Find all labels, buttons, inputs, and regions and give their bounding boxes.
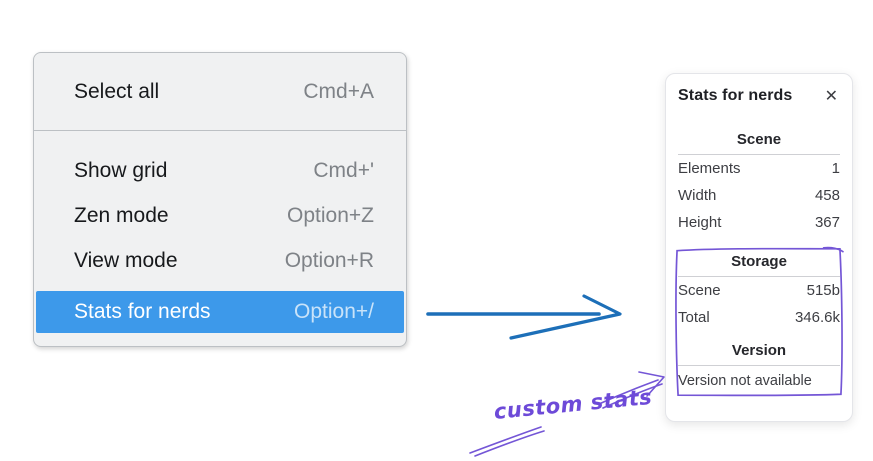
stat-value: 367 (814, 214, 840, 231)
menu-item-label: Zen mode (74, 203, 169, 227)
stat-label: Elements (678, 160, 741, 177)
context-menu: Select all Cmd+A Show grid Cmd+' Zen mod… (33, 52, 407, 347)
panel-title: Stats for nerds (678, 87, 793, 104)
custom-stats-arrow (469, 371, 665, 457)
menu-item-select-all[interactable]: Select all Cmd+A (34, 53, 406, 130)
version-note: Version not available (678, 373, 812, 389)
menu-spacer (34, 333, 406, 346)
stat-value: 458 (814, 187, 840, 204)
menu-item-stats-for-nerds[interactable]: Stats for nerds Option+/ (36, 291, 404, 333)
menu-spacer (34, 283, 406, 291)
menu-item-shortcut: Cmd+A (303, 79, 374, 103)
stats-for-nerds-panel: Stats for nerds ✕ Scene Elements 1 Width… (665, 73, 853, 422)
menu-item-shortcut: Option+R (284, 248, 374, 272)
menu-item-label: View mode (74, 248, 178, 272)
section-divider (678, 154, 840, 155)
stat-label: Width (678, 187, 717, 204)
panel-header: Stats for nerds ✕ (678, 86, 840, 106)
menu-item-shortcut: Cmd+' (313, 158, 374, 182)
custom-stats-annotation-text: custom stats (492, 384, 654, 424)
blue-arrow (426, 294, 622, 340)
menu-item-zen-mode[interactable]: Zen mode Option+Z (34, 193, 406, 238)
menu-item-view-mode[interactable]: View mode Option+R (34, 238, 406, 283)
stat-label: Height (678, 214, 722, 231)
stat-label: Scene (678, 282, 721, 299)
menu-item-shortcut: Option+Z (287, 203, 374, 227)
stat-label: Total (678, 309, 710, 326)
section-header-scene: Scene (736, 131, 782, 148)
stat-value: 346.6k (794, 309, 840, 326)
menu-item-label: Select all (74, 79, 160, 103)
menu-item-show-grid[interactable]: Show grid Cmd+' (34, 148, 406, 193)
stat-row-total-storage: Total 346.6k (678, 304, 840, 331)
stat-row-elements: Elements 1 (678, 155, 840, 182)
custom-stats-group: Storage Scene 515b Total 346.6k Version … (674, 246, 844, 398)
stat-row-scene-storage: Scene 515b (678, 277, 840, 304)
menu-item-label: Stats for nerds (74, 300, 211, 323)
stat-value: 1 (831, 160, 840, 177)
stat-value: 515b (806, 282, 840, 299)
menu-item-shortcut: Option+/ (294, 300, 374, 323)
section-header-storage: Storage (731, 253, 787, 270)
menu-spacer (34, 131, 406, 148)
menu-divider (34, 130, 406, 131)
menu-item-label: Show grid (74, 158, 168, 182)
stat-row-width: Width 458 (678, 182, 840, 209)
close-icon[interactable]: ✕ (824, 86, 838, 105)
stat-row-height: Height 367 (678, 209, 840, 236)
section-header-version: Version (731, 342, 787, 359)
